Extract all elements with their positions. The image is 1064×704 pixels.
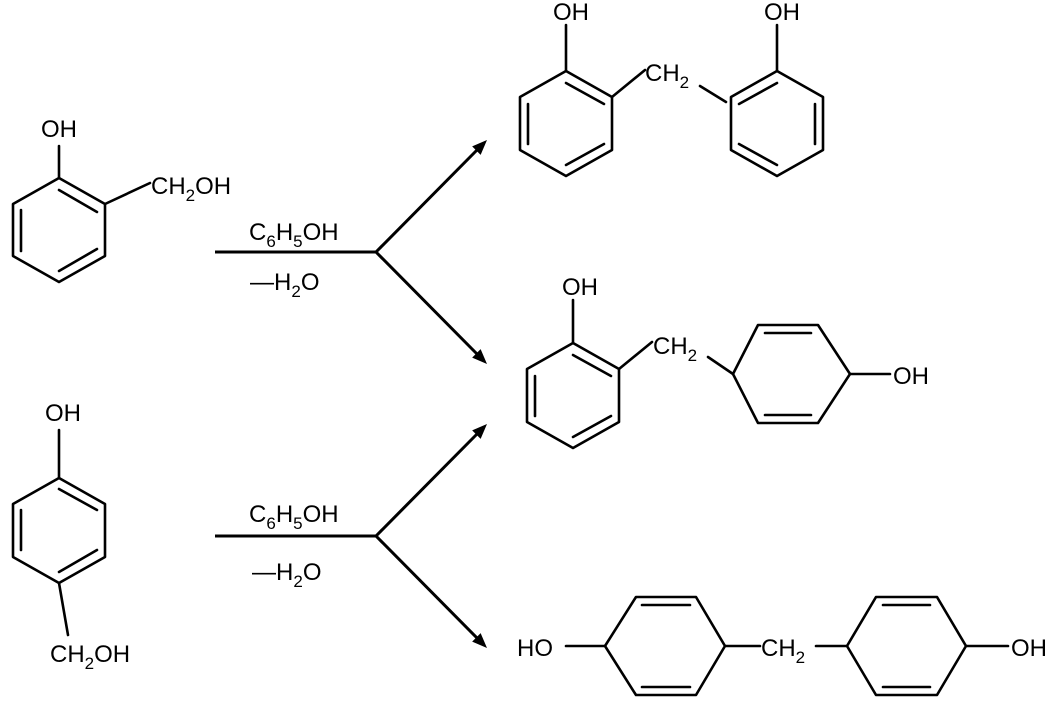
methylene-bridge-label: CH2 bbox=[645, 60, 689, 92]
reagent-phenol-label: C6H5OH bbox=[249, 501, 339, 533]
hydroxyl-label: OH bbox=[41, 116, 77, 143]
reagent-phenol-label: C6H5OH bbox=[249, 219, 339, 251]
methylene-bridge-label: CH2 bbox=[653, 333, 697, 365]
hydroxyl-label: OH bbox=[764, 0, 800, 26]
hydroxyl-label: OH bbox=[1011, 635, 1047, 662]
hydroxyl-label: OH bbox=[562, 274, 598, 301]
byproduct-water-label: —H2O bbox=[250, 269, 319, 301]
reaction-arrow-lower: C6H5OH —H2O bbox=[215, 419, 492, 653]
product-4-4-dihydroxydiphenylmethane: HO CH2 OH bbox=[517, 595, 1047, 697]
hydroxyl-label: OH bbox=[893, 363, 929, 390]
hydroxyl-label: OH bbox=[553, 0, 589, 26]
methylene-bridge-label: CH2 bbox=[761, 635, 805, 667]
hydroxyl-label: HO bbox=[517, 635, 553, 662]
hydroxyl-label: OH bbox=[45, 400, 81, 427]
byproduct-water-label: —H2O bbox=[252, 559, 321, 591]
reactant-para-hydroxymethylphenol: OH CH2OH bbox=[11, 400, 130, 673]
hydroxymethyl-label: CH2OH bbox=[151, 173, 231, 205]
reaction-arrow-upper: C6H5OH —H2O bbox=[215, 135, 492, 369]
reactant-ortho-hydroxymethylphenol: OH CH2OH bbox=[11, 116, 231, 284]
hydroxymethyl-label: CH2OH bbox=[50, 641, 130, 673]
product-2-2-dihydroxydiphenylmethane: OH OH CH2 bbox=[518, 0, 825, 178]
product-2-4-dihydroxydiphenylmethane: OH CH2 OH bbox=[525, 274, 929, 450]
